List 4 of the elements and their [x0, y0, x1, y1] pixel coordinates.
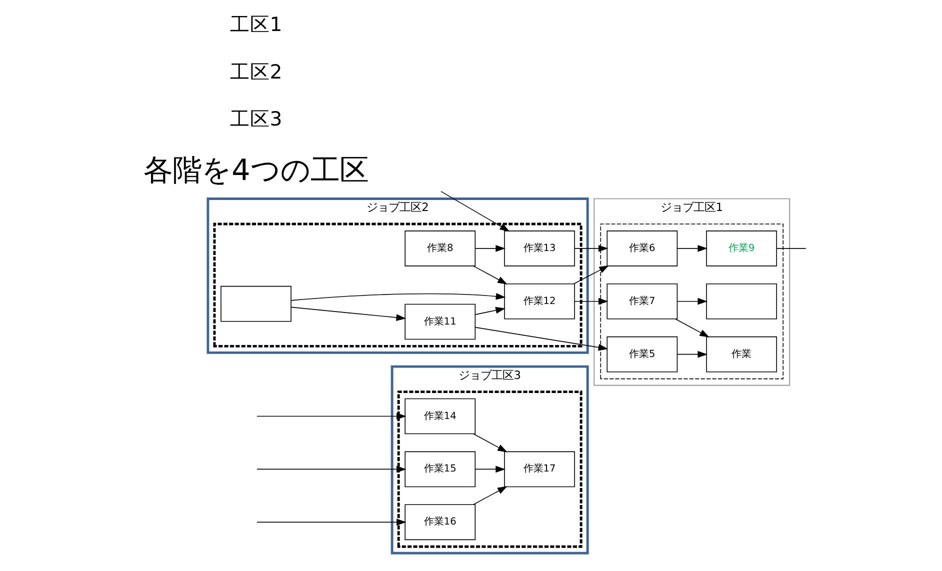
label: 工区3: [229, 108, 282, 131]
label: 各階を4つの工区: [143, 152, 368, 187]
label: 工区2: [229, 60, 282, 84]
label: 工区1: [229, 13, 282, 36]
